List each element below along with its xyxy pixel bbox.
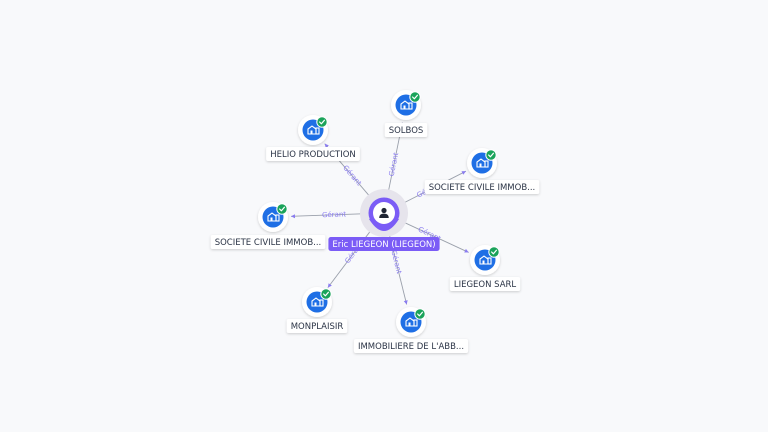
edge-arrow — [464, 248, 469, 253]
edge-arrow — [403, 300, 408, 305]
edge-label: Gérant — [341, 164, 363, 188]
verified-check-icon — [409, 91, 421, 103]
person-node[interactable]: Eric LIEGEON (LIEGEON) — [328, 189, 440, 251]
company-icon — [476, 158, 489, 168]
edge-line — [290, 213, 363, 217]
company-node-monplaisir[interactable]: MONPLAISIR — [286, 287, 348, 333]
person-icon — [379, 207, 389, 218]
edge-label: Gérant — [388, 152, 401, 177]
company-icon — [307, 125, 320, 135]
edge-label: Gérant — [322, 210, 347, 219]
company-name: LIEGEON SARL — [454, 280, 517, 290]
company-label: LIEGEON SARL — [449, 277, 521, 291]
company-label: MONPLAISIR — [286, 319, 348, 333]
company-name: SOLBOS — [389, 126, 424, 136]
edge-arrow — [324, 143, 329, 149]
company-label: HELIO PRODUCTION — [266, 147, 360, 161]
verified-check-icon — [414, 308, 426, 320]
verified-check-icon — [320, 288, 332, 300]
company-node-helio-production[interactable]: HELIO PRODUCTION — [266, 115, 360, 161]
company-icon — [311, 297, 324, 307]
person-label: Eric LIEGEON (LIEGEON) — [328, 237, 440, 251]
company-label: SOCIETE CIVILE IMMOB... — [210, 235, 326, 249]
company-name: SOCIETE CIVILE IMMOB... — [215, 238, 322, 248]
company-node-societe-civile-immob-left[interactable]: SOCIETE CIVILE IMMOB... — [210, 202, 326, 249]
verified-check-icon — [276, 203, 288, 215]
company-node-solbos[interactable]: SOLBOS — [384, 90, 428, 137]
company-icon — [405, 317, 418, 327]
company-icon — [479, 255, 492, 265]
verified-check-icon — [316, 116, 328, 128]
company-label: IMMOBILIERE DE L'ABB... — [353, 339, 469, 353]
company-icon — [400, 100, 413, 110]
company-node-liegeon-sarl[interactable]: LIEGEON SARL — [449, 245, 521, 291]
company-label: SOLBOS — [384, 123, 428, 137]
person-name: Eric LIEGEON (LIEGEON) — [332, 240, 435, 250]
edge-label: Gérant — [389, 249, 403, 275]
company-icon — [267, 212, 280, 222]
company-name: HELIO PRODUCTION — [270, 150, 356, 160]
edge-societe-civile-immob-left: Gérant — [290, 210, 363, 219]
company-node-immobiliere-de-labb[interactable]: IMMOBILIERE DE L'ABB... — [353, 307, 469, 353]
company-name: IMMOBILIERE DE L'ABB... — [358, 342, 464, 352]
nodes-layer: SOLBOS HELIO PRODUCTION SOCIETE CIVILE IMM… — [210, 90, 540, 353]
edge-arrow — [461, 171, 466, 175]
edge-arrow — [290, 214, 296, 219]
company-label: SOCIETE CIVILE IMMOB... — [424, 180, 540, 194]
verified-check-icon — [485, 149, 497, 161]
company-name: MONPLAISIR — [291, 322, 344, 332]
company-name: SOCIETE CIVILE IMMOB... — [429, 183, 536, 193]
company-node-societe-civile-immob-right[interactable]: SOCIETE CIVILE IMMOB... — [424, 148, 540, 194]
verified-check-icon — [488, 246, 500, 258]
edge-arrow — [327, 283, 332, 288]
